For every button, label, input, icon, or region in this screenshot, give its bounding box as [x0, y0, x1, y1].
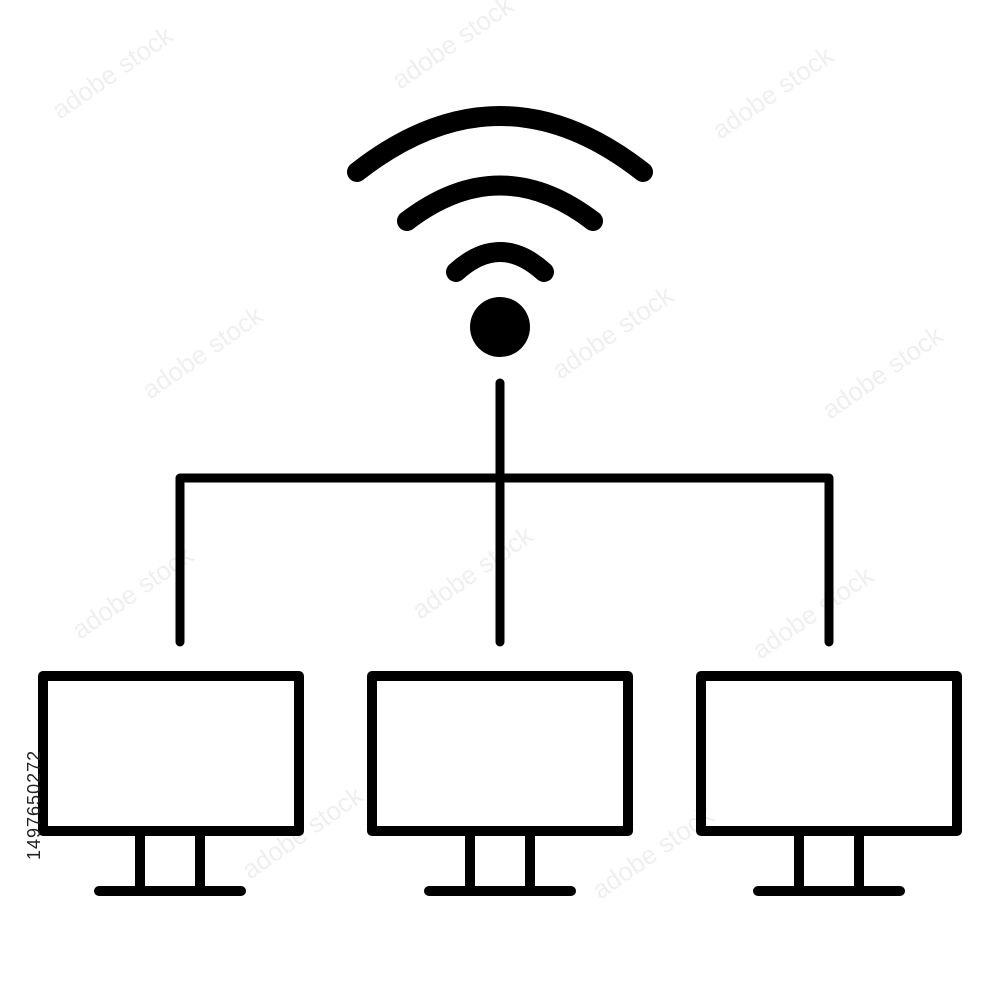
wifi-icon	[347, 106, 653, 357]
monitor-icon	[696, 671, 962, 896]
wifi-arc-middle	[397, 175, 603, 231]
wifi-dot	[470, 297, 530, 357]
monitor-icon	[367, 671, 633, 896]
branch-line	[175, 473, 834, 647]
network-tree-connector	[175, 378, 834, 647]
monitor-screen	[696, 671, 962, 836]
stock-id-label: 1497650272	[24, 749, 44, 860]
wifi-arc-outer	[347, 106, 653, 182]
monitor-icon	[38, 671, 304, 896]
monitor-screen	[367, 671, 633, 836]
wifi-arc-inner	[446, 242, 554, 282]
monitor-screen	[38, 671, 304, 836]
